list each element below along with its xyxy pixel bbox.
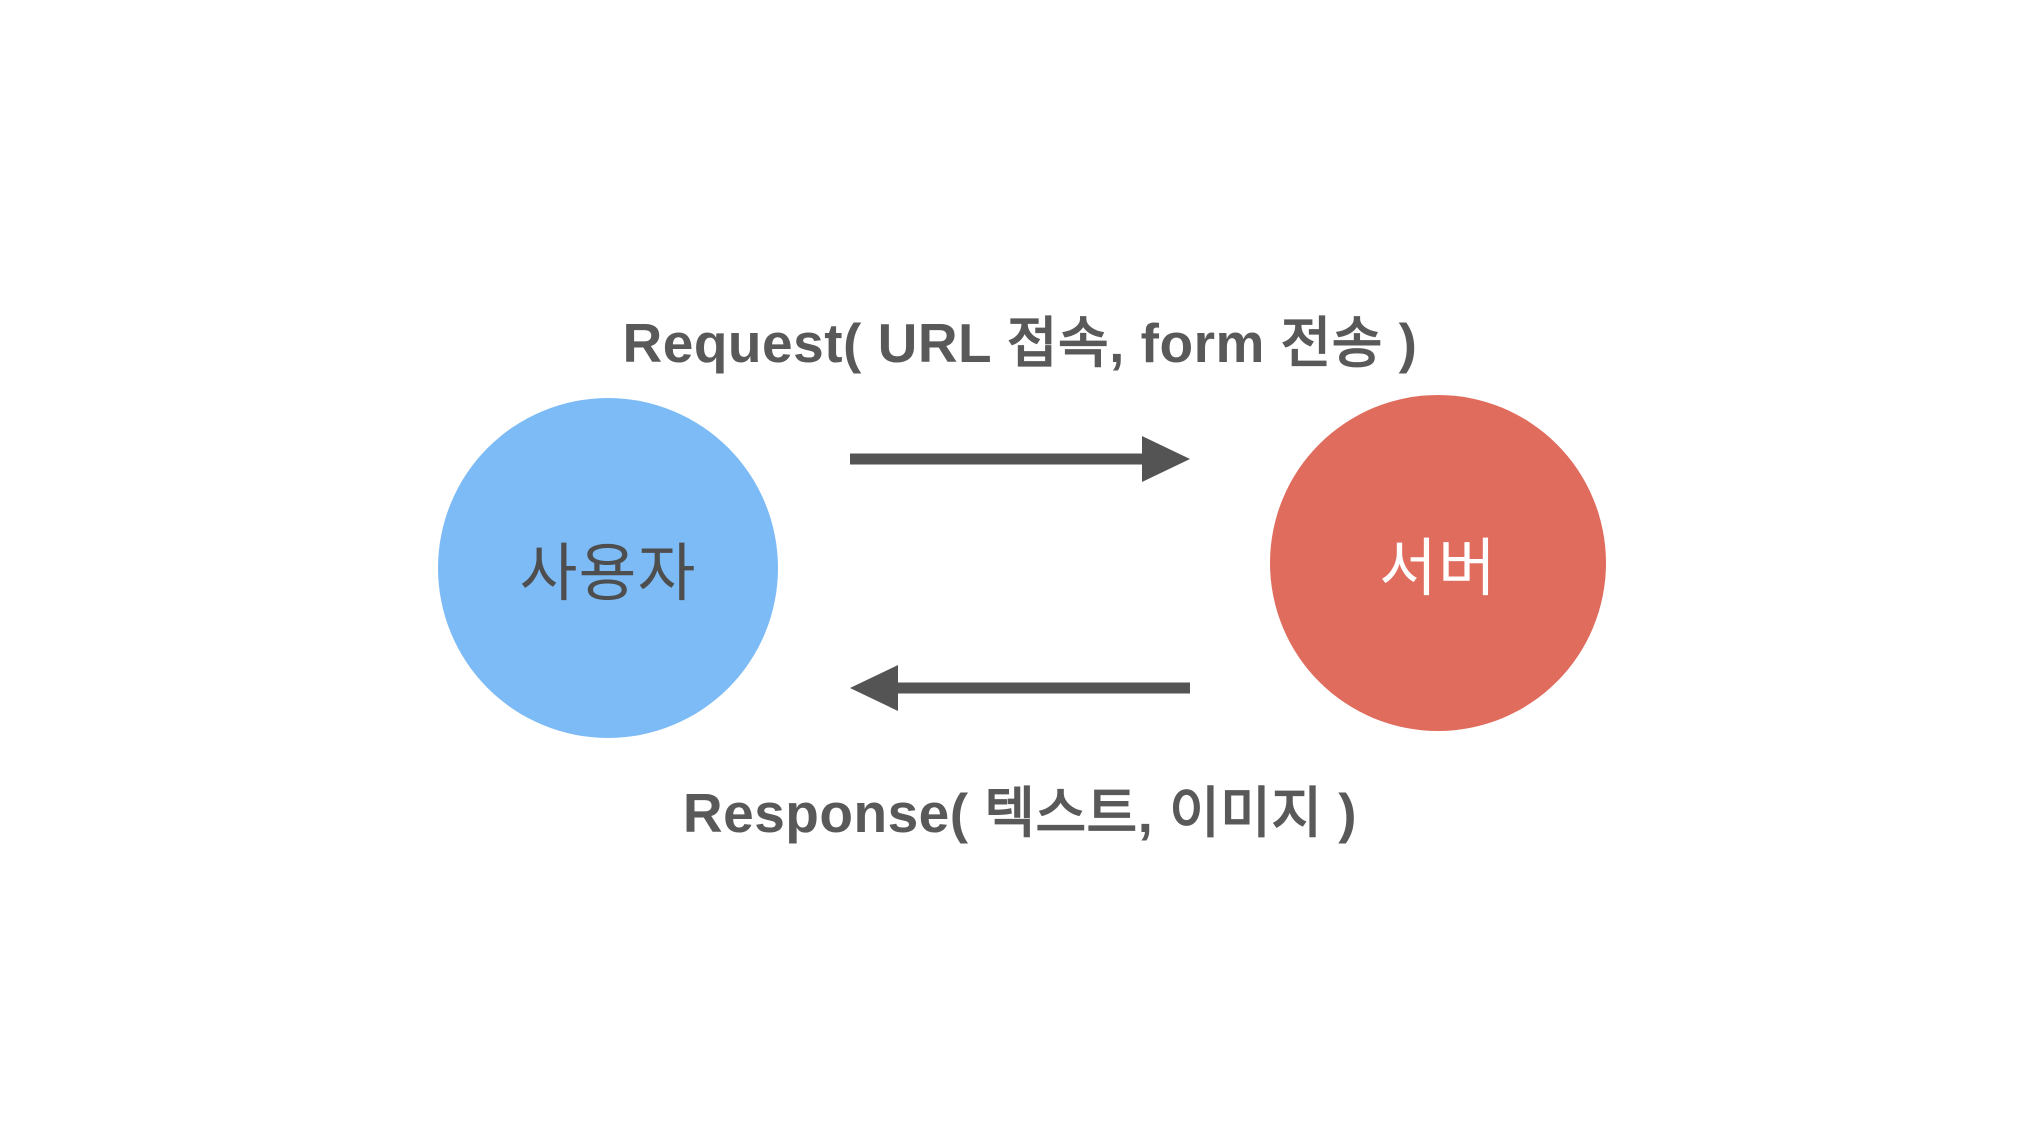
- response-label: Response( 텍스트, 이미지 ): [682, 782, 1358, 844]
- request-label: Request( URL 접속, form 전송 ): [622, 312, 1418, 374]
- user-node: 사용자: [438, 398, 778, 738]
- server-node: 서버: [1270, 395, 1606, 731]
- user-node-label: 사용자: [519, 538, 697, 609]
- server-node-label: 서버: [1379, 533, 1497, 604]
- response-arrow-icon: [850, 665, 1190, 711]
- request-arrow-icon: [850, 436, 1190, 482]
